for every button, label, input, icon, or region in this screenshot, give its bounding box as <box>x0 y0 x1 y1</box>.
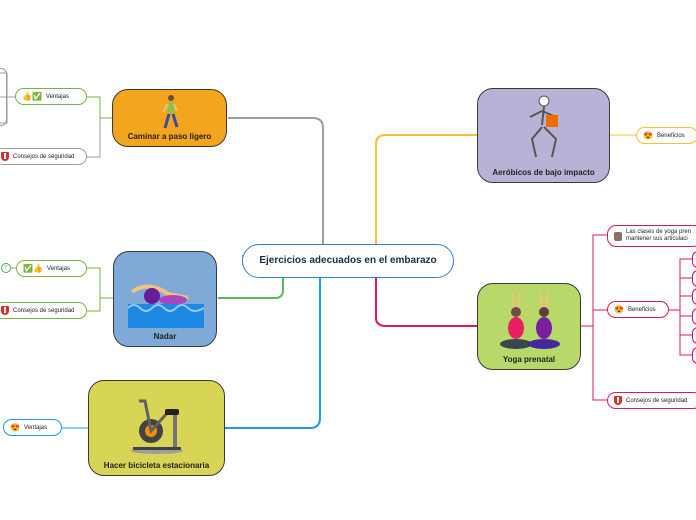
yoga-clases-pill[interactable]: Las clases de yoga pren mantener sus art… <box>607 225 696 247</box>
topic-walk[interactable]: Caminar a paso ligero <box>112 89 227 147</box>
topic-aerobic[interactable]: Aeróbicos de bajo impacto <box>477 88 610 183</box>
yoga-beneficio-node[interactable] <box>692 288 696 305</box>
topic-bike-label: Hacer bicicleta estacionaria <box>103 461 210 470</box>
yoga-beneficios-label: Beneficios <box>627 306 656 313</box>
topic-swim[interactable]: Nadar <box>113 251 217 347</box>
walk-consejos-label: Consejos de seguridad <box>13 153 75 160</box>
walk-ventajas-label: Ventajas <box>45 93 69 100</box>
topic-bike[interactable]: Hacer bicicleta estacionaria <box>88 380 225 476</box>
shield-icon <box>614 396 622 405</box>
yoga-consejos-label: Consejos de seguridad <box>626 397 688 404</box>
yoga-women-icon <box>500 291 560 349</box>
walk-ventajas-pill[interactable]: 👍✅ Ventajas <box>15 88 87 105</box>
swim-consejos-label: Consejos de seguridad <box>13 307 75 314</box>
swim-consejos-pill[interactable]: Consejos de seguridad <box>0 302 87 319</box>
shield-icon <box>1 306 9 315</box>
branch-walk <box>228 117 324 257</box>
walking-person-icon <box>162 95 179 129</box>
stationary-bike-icon <box>131 399 183 454</box>
yoga-beneficio-node[interactable] <box>692 308 696 325</box>
central-topic-title: Ejercicios adecuados en el embarazo <box>259 255 437 266</box>
bike-ventajas-pill[interactable]: 😍 Ventajas <box>3 419 62 436</box>
thumbs-up-check-icon: ✅👍 <box>23 263 43 273</box>
bike-ventajas-label: Ventajas <box>23 424 47 431</box>
topic-aerobic-label: Aeróbicos de bajo impacto <box>492 168 595 177</box>
yoga-beneficio-node[interactable] <box>692 327 696 344</box>
yoga-consejos-pill[interactable]: Consejos de seguridad <box>607 392 696 409</box>
walk-consejos-pill[interactable]: Consejos de seguridad <box>0 148 87 165</box>
yoga-beneficios-pill[interactable]: 😍 Beneficios <box>607 301 669 318</box>
topic-yoga[interactable]: Yoga prenatal <box>477 283 581 370</box>
aerobic-beneficios-pill[interactable]: 😍 Beneficios <box>636 127 696 144</box>
thumbs-up-check-icon: 👍✅ <box>22 91 42 101</box>
walk-subtopic-bracket <box>0 68 7 126</box>
yoga-clases-text: Las clases de yoga pren mantener sus art… <box>626 229 691 243</box>
yoga-beneficio-node[interactable] <box>692 347 696 364</box>
topic-yoga-label: Yoga prenatal <box>502 355 556 364</box>
yoga-teacher-icon <box>614 231 622 241</box>
branch-aerobic <box>375 134 477 244</box>
yoga-beneficio-node[interactable] <box>692 270 696 287</box>
yoga-clases-line-2: mantener sus articulaci <box>626 236 688 242</box>
swim-subtopic-count[interactable]: 7 <box>1 263 11 273</box>
branch-bike <box>225 278 321 429</box>
swimmer-icon <box>128 284 204 328</box>
aerobic-beneficios-label: Beneficios <box>656 132 685 139</box>
yoga-clases-line-1: Las clases de yoga pren <box>626 229 692 235</box>
aerobics-person-icon <box>529 95 558 158</box>
heart-eyes-emoji-icon: 😍 <box>10 422 20 432</box>
topic-swim-label: Nadar <box>153 332 177 341</box>
topic-walk-label: Caminar a paso ligero <box>127 132 212 141</box>
heart-eyes-emoji-icon: 😍 <box>643 130 653 140</box>
yoga-beneficio-node[interactable] <box>692 251 696 268</box>
swim-ventajas-label: Ventajas <box>46 265 70 272</box>
swim-ventajas-pill[interactable]: ✅👍 Ventajas <box>16 260 87 277</box>
branch-yoga <box>375 278 477 327</box>
central-topic[interactable]: Ejercicios adecuados en el embarazo <box>242 244 454 278</box>
shield-icon <box>1 152 9 161</box>
heart-eyes-emoji-icon: 😍 <box>614 304 624 314</box>
branch-swim <box>218 261 284 299</box>
